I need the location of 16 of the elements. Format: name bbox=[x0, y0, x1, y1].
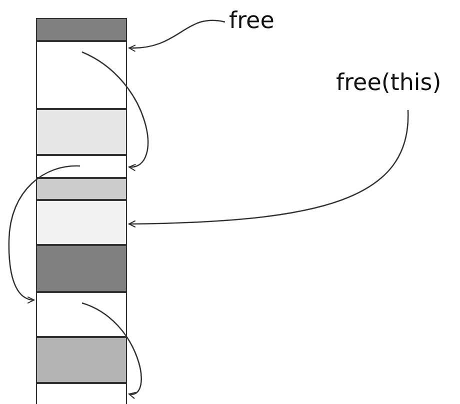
pointer-arrow bbox=[82, 51, 149, 170]
memory-block bbox=[36, 178, 127, 200]
pointer-arrow bbox=[128, 110, 409, 228]
memory-block bbox=[36, 292, 127, 337]
memory-block bbox=[36, 155, 127, 178]
memory-block bbox=[36, 41, 127, 109]
memory-block bbox=[36, 337, 127, 383]
pointer-label: free bbox=[229, 10, 274, 33]
pointer-arrow bbox=[82, 302, 142, 398]
memory-block bbox=[36, 245, 127, 292]
memory-block bbox=[36, 109, 127, 155]
pointer-arrow bbox=[128, 20, 226, 52]
memory-block bbox=[36, 200, 127, 245]
pointer-label: free(this) bbox=[336, 72, 442, 95]
memory-block bbox=[36, 18, 127, 41]
pointer-arrow bbox=[8, 165, 80, 304]
